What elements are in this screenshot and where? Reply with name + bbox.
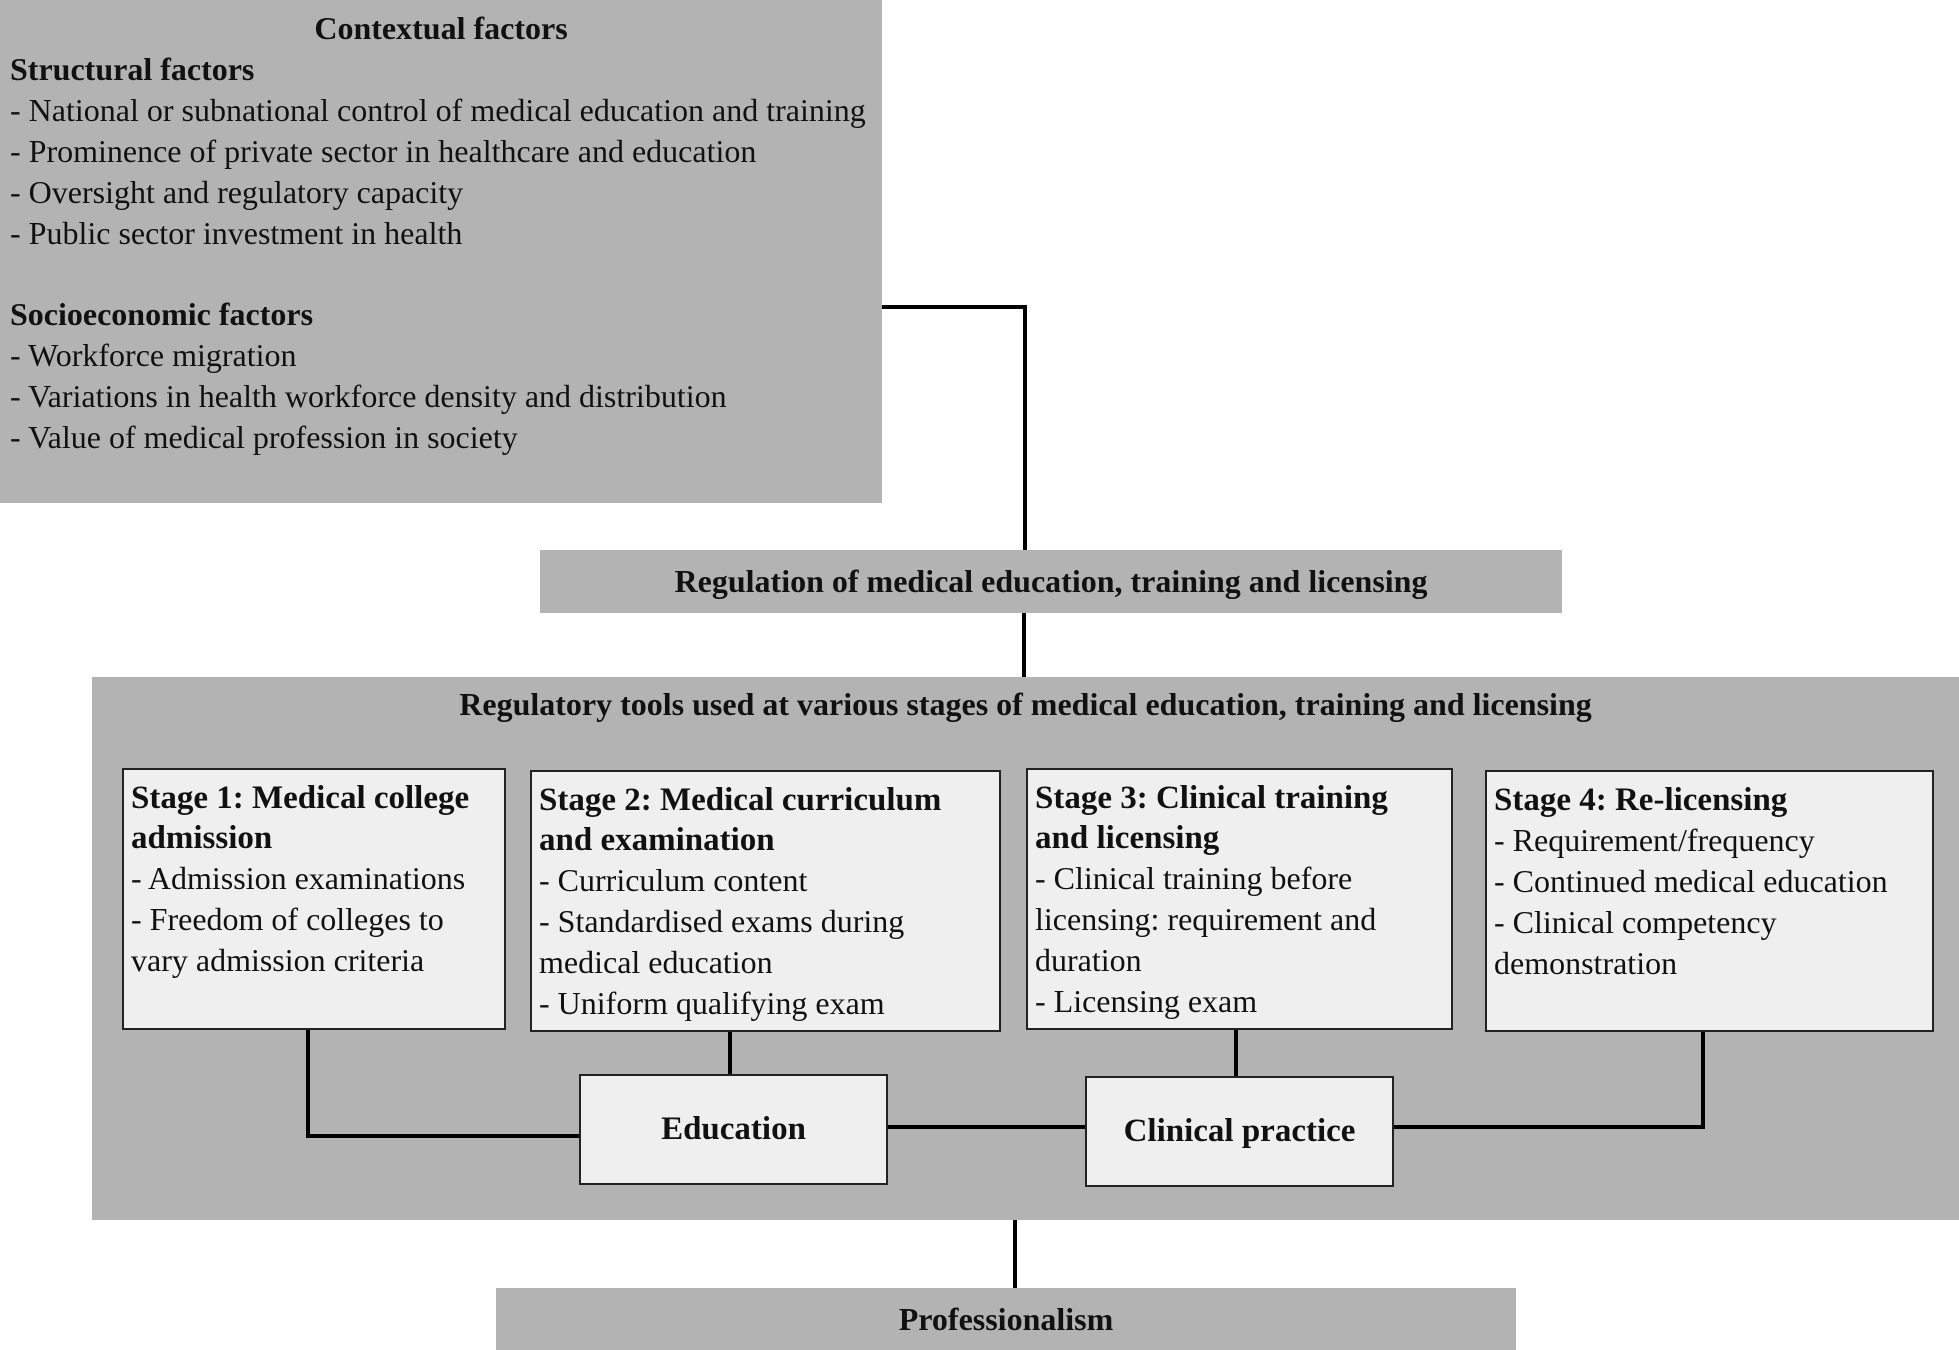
socioeconomic-factor-item: - Workforce migration xyxy=(10,337,297,373)
regulatory-tools-title: Regulatory tools used at various stages … xyxy=(459,686,1592,722)
stage-heading: Stage 3: Clinical training and licensing xyxy=(1035,780,1388,856)
stage-2-box: Stage 2: Medical curriculum and examinat… xyxy=(530,770,1001,1032)
stage-heading: Stage 2: Medical curriculum and examinat… xyxy=(539,782,942,858)
stage-item: - Curriculum content xyxy=(539,862,808,898)
stage-item: - Continued medical education xyxy=(1494,863,1888,899)
professionalism-box: Professionalism xyxy=(496,1288,1516,1350)
stage-heading: Stage 4: Re-licensing xyxy=(1494,782,1788,818)
stage-4-box: Stage 4: Re-licensing - Requirement/freq… xyxy=(1485,770,1934,1032)
stage-item: - Requirement/frequency xyxy=(1494,822,1815,858)
stage-heading: Stage 1: Medical college admission xyxy=(131,780,470,856)
connector-line xyxy=(728,1032,732,1074)
stage-item: - Licensing exam xyxy=(1035,983,1258,1019)
connector-line xyxy=(888,1125,1086,1129)
connector-line xyxy=(1023,305,1027,550)
structural-factor-item: - National or subnational control of med… xyxy=(10,92,866,128)
professionalism-label: Professionalism xyxy=(898,1300,1114,1337)
stage-item: - Admission examinations xyxy=(131,860,466,896)
contextual-factors-box: Contextual factors Structural factors - … xyxy=(0,0,882,503)
connector-line xyxy=(306,1134,580,1138)
education-label: Education xyxy=(661,1111,806,1147)
education-box: Education xyxy=(579,1074,888,1185)
connector-line xyxy=(1394,1125,1705,1129)
connector-line xyxy=(1234,1030,1238,1076)
stage-1-box: Stage 1: Medical college admission - Adm… xyxy=(122,768,506,1030)
structural-factors-heading: Structural factors xyxy=(10,51,255,87)
socioeconomic-factors-heading: Socioeconomic factors xyxy=(10,296,314,332)
connector-line xyxy=(306,1030,310,1138)
connector-line xyxy=(882,305,1027,309)
regulation-box: Regulation of medical education, trainin… xyxy=(540,550,1562,613)
stage-item: - Clinical training before licensing: re… xyxy=(1035,860,1377,978)
structural-factor-item: - Oversight and regulatory capacity xyxy=(10,174,464,210)
clinical-practice-label: Clinical practice xyxy=(1123,1113,1356,1149)
socioeconomic-factor-item: - Value of medical profession in society xyxy=(10,419,518,455)
clinical-practice-box: Clinical practice xyxy=(1085,1076,1394,1187)
stage-3-box: Stage 3: Clinical training and licensing… xyxy=(1026,768,1453,1030)
connector-line xyxy=(1022,613,1026,677)
connector-line xyxy=(1701,1030,1705,1129)
socioeconomic-factor-item: - Variations in health workforce density… xyxy=(10,378,727,414)
contextual-factors-title: Contextual factors xyxy=(314,10,568,46)
connector-line xyxy=(1013,1220,1017,1288)
structural-factor-item: - Prominence of private sector in health… xyxy=(10,133,757,169)
stage-item: - Uniform qualifying exam xyxy=(539,985,885,1021)
structural-factor-item: - Public sector investment in health xyxy=(10,215,463,251)
stage-item: - Standardised exams during medical educ… xyxy=(539,903,905,980)
stage-item: - Freedom of colleges to vary admission … xyxy=(131,901,444,978)
stage-item: - Clinical competency demonstration xyxy=(1494,904,1777,981)
regulation-label: Regulation of medical education, trainin… xyxy=(674,563,1428,599)
